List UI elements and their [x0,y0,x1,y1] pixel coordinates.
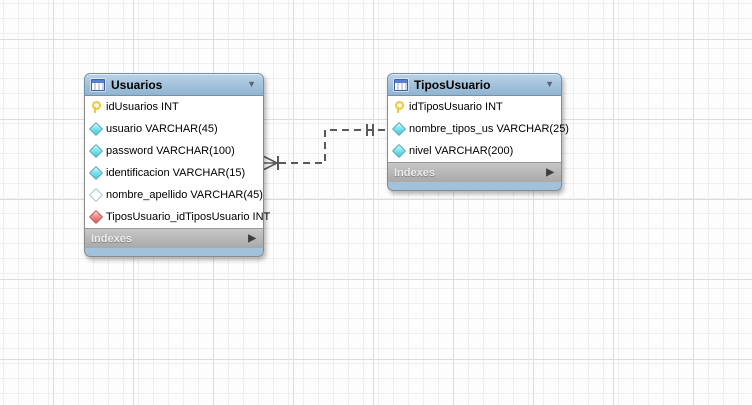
column-label: identificacion VARCHAR(15) [106,167,246,179]
column-row[interactable]: password VARCHAR(100) [85,140,263,162]
collapse-arrow-icon[interactable]: ▼ [247,79,256,89]
column-label: nombre_apellido VARCHAR(45) [106,189,263,201]
column-icon [393,123,405,135]
columns-list: idTiposUsuario INT nombre_tipos_us VARCH… [387,96,569,162]
column-row[interactable]: TiposUsuario_idTiposUsuario INT [85,206,270,228]
column-row[interactable]: nivel VARCHAR(200) [388,140,561,162]
column-row[interactable]: nombre_tipos_us VARCHAR(25) [388,118,569,140]
table-usuarios-header[interactable]: Usuarios ▼ [84,73,264,96]
column-icon [90,145,102,157]
column-icon [90,189,102,201]
column-row[interactable]: identificacion VARCHAR(15) [85,162,263,184]
column-icon [393,145,405,157]
table-icon [91,78,105,91]
table-usuarios[interactable]: Usuarios ▼ idUsuarios INT usuario VARCHA… [84,73,270,257]
table-bottom-strip [84,248,264,257]
column-label: usuario VARCHAR(45) [106,123,218,135]
collapse-arrow-icon[interactable]: ▼ [545,79,554,89]
column-row[interactable]: idUsuarios INT [85,96,263,118]
column-row[interactable]: usuario VARCHAR(45) [85,118,263,140]
relationship-line[interactable] [279,129,386,164]
table-bottom-strip [387,182,562,191]
table-icon [394,78,408,91]
crows-foot-many-icon [263,155,279,171]
primary-key-icon [90,101,102,113]
column-row[interactable]: idTiposUsuario INT [388,96,561,118]
expand-arrow-icon[interactable]: ▶ [248,232,256,244]
column-label: idUsuarios INT [106,101,179,113]
column-label: nivel VARCHAR(200) [409,145,514,157]
indexes-label: Indexes [91,232,132,245]
one-cardinality-bars-icon [366,124,374,136]
column-icon [90,123,102,135]
column-label: idTiposUsuario INT [409,101,503,113]
primary-key-icon [393,101,405,113]
indexes-section[interactable]: Indexes ▶ [387,162,562,182]
table-title: Usuarios [111,77,163,92]
expand-arrow-icon[interactable]: ▶ [546,166,554,178]
columns-list: idUsuarios INT usuario VARCHAR(45) passw… [84,96,270,228]
column-label: TiposUsuario_idTiposUsuario INT [106,211,271,223]
indexes-label: Indexes [394,166,435,179]
column-row[interactable]: nombre_apellido VARCHAR(45) [85,184,263,206]
column-label: password VARCHAR(100) [106,145,235,157]
indexes-section[interactable]: Indexes ▶ [84,228,264,248]
table-tiposusuario[interactable]: TiposUsuario ▼ idTiposUsuario INT nombre… [387,73,569,191]
table-tiposusuario-header[interactable]: TiposUsuario ▼ [387,73,562,96]
column-icon [90,167,102,179]
foreign-key-icon [90,211,102,223]
column-label: nombre_tipos_us VARCHAR(25) [409,123,569,135]
table-title: TiposUsuario [414,77,491,92]
